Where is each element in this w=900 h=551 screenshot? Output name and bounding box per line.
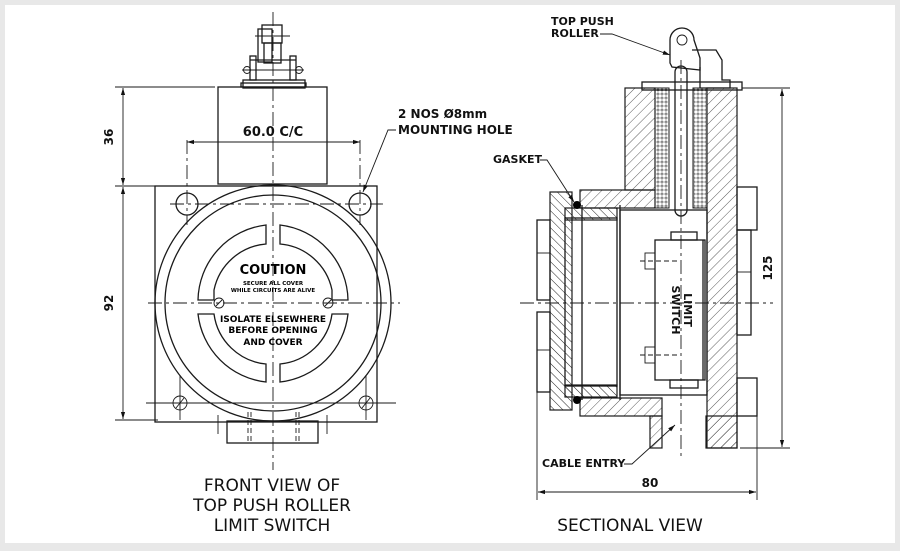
- warning-title: COUTION: [240, 263, 307, 278]
- mounting-hole-note-line: MOUNTING HOLE: [398, 123, 513, 137]
- cover-screws: [146, 297, 396, 420]
- roller-head: [240, 12, 307, 470]
- warning-lower-line: AND COVER: [243, 338, 302, 348]
- warning-sub-line: WHILE CIRCUITS ARE ALIVE: [231, 288, 316, 294]
- dimension-36-label: 36: [102, 129, 116, 146]
- gasket-label: GASKET: [493, 153, 543, 166]
- warning-lower-line: ISOLATE ELSEWHERE: [220, 315, 326, 325]
- technical-drawing: COUTION SECURE ALL COVER WHILE CIRCUITS …: [102, 12, 790, 536]
- dimension-36: 36: [102, 86, 215, 187]
- cable-entry-stub: [217, 412, 328, 444]
- dimension-92: 92: [102, 187, 158, 421]
- cover-warning-text: COUTION SECURE ALL COVER WHILE CIRCUITS …: [220, 263, 326, 348]
- dimension-125: 125: [740, 87, 790, 449]
- mounting-holes: [170, 140, 383, 225]
- label-line: ROLLER: [551, 27, 599, 40]
- drawing-canvas: COUTION SECURE ALL COVER WHILE CIRCUITS …: [5, 5, 895, 543]
- label-cable-entry: CABLE ENTRY: [542, 424, 676, 470]
- front-view-caption: FRONT VIEW OF TOP PUSH ROLLER LIMIT SWIT…: [192, 476, 351, 536]
- label-gasket: GASKET: [493, 153, 575, 203]
- round-cover: [148, 184, 400, 422]
- switch-neck: [217, 86, 328, 185]
- terminal-screw-bottom: [640, 346, 680, 364]
- dimension-60cc: 60.0 C/C: [187, 125, 360, 145]
- push-roller-lever: [641, 27, 743, 91]
- caption-line: FRONT VIEW OF: [204, 476, 340, 496]
- dimension-80-label: 80: [642, 476, 659, 490]
- warning-sub-line: SECURE ALL COVER: [243, 281, 304, 287]
- mounting-hole-note: 2 NOS Ø8mm MOUNTING HOLE: [362, 107, 513, 193]
- limit-switch-body: LIMIT SWITCH: [619, 209, 708, 396]
- caption-line: TOP PUSH ROLLER: [192, 496, 351, 516]
- gasket-bottom: [573, 396, 581, 404]
- housing-section: [579, 60, 738, 460]
- caption-line: LIMIT SWITCH: [214, 516, 331, 536]
- sectional-view-caption: SECTIONAL VIEW: [557, 516, 703, 536]
- gasket-top: [573, 201, 581, 209]
- dimension-80: 80: [536, 392, 758, 500]
- sectional-view: LIMIT SWITCH 125 80 TOP PUSH RO: [493, 15, 790, 536]
- label-top-push-roller: TOP PUSH ROLLER: [551, 15, 671, 56]
- side-bosses: [736, 186, 758, 417]
- mounting-hole-note-line: 2 NOS Ø8mm: [398, 107, 487, 121]
- label-line: TOP PUSH: [551, 15, 614, 28]
- dimension-92-label: 92: [102, 295, 116, 312]
- dimension-125-label: 125: [761, 255, 775, 280]
- cover-section: [536, 191, 621, 411]
- warning-lower-line: BEFORE OPENING: [228, 326, 317, 336]
- terminal-screw-top: [640, 252, 680, 270]
- limit-switch-label-line: SWITCH: [669, 286, 682, 335]
- limit-switch-label-line: LIMIT: [681, 293, 694, 327]
- front-view: COUTION SECURE ALL COVER WHILE CIRCUITS …: [102, 12, 513, 536]
- dimension-60cc-label: 60.0 C/C: [243, 125, 303, 140]
- cable-entry-label: CABLE ENTRY: [542, 457, 626, 470]
